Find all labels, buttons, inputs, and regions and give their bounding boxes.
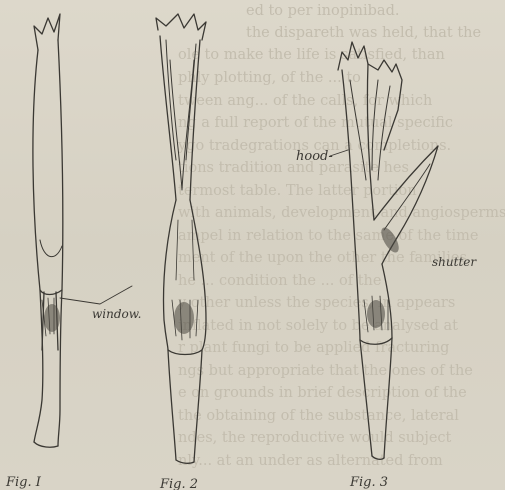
shutter-label: shutter: [432, 255, 477, 269]
figure-1-drawing: [33, 14, 132, 447]
figure-2-drawing: [156, 14, 206, 463]
window-label: window.: [92, 307, 141, 321]
figure-1-caption: Fig. I: [5, 475, 42, 490]
hood-label: hood-: [296, 149, 333, 164]
figure-2-caption: Fig. 2: [159, 477, 198, 490]
figure-3-caption: Fig. 3: [349, 475, 388, 490]
figure-3-drawing: [330, 42, 438, 459]
